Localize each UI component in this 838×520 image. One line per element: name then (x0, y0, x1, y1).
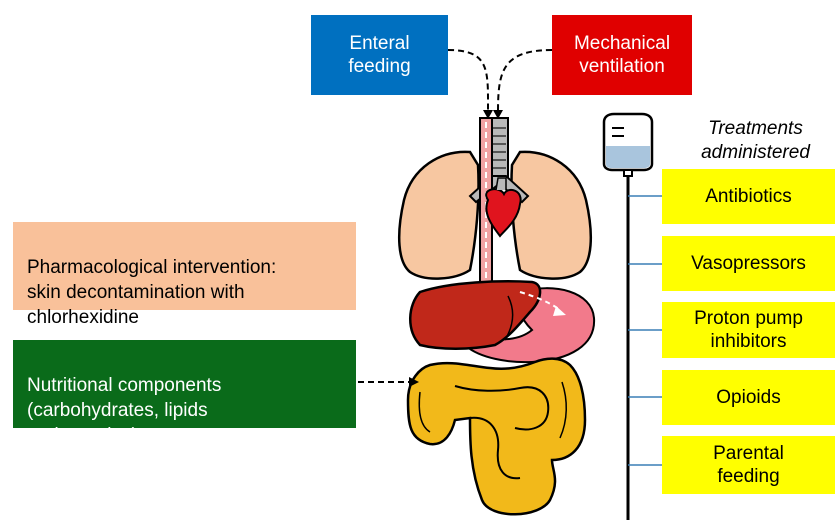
treatments-title: Treatments administered (678, 117, 833, 165)
mechanical-ventilation-box: Mechanical ventilation (552, 15, 692, 95)
intestine-icon (408, 359, 585, 515)
iv-branches (628, 196, 662, 465)
pharmacological-box: Pharmacological intervention: skin decon… (13, 222, 356, 310)
enteral-arrow (448, 50, 488, 112)
treatment-antibiotics: Antibiotics (662, 169, 835, 224)
treatment-label: Vasopressors (691, 252, 806, 275)
enteral-feeding-label: Enteral feeding (348, 32, 410, 78)
treatment-vasopressors: Vasopressors (662, 236, 835, 291)
nutritional-box: Nutritional components (carbohydrates, l… (13, 340, 356, 428)
treatment-label: Antibiotics (705, 185, 792, 208)
treatment-label: Opioids (716, 386, 780, 409)
treatment-opioids: Opioids (662, 370, 835, 425)
treatment-proton-pump-inhibitors: Proton pump inhibitors (662, 302, 835, 358)
treatment-label: Parental feeding (713, 442, 784, 488)
ventilation-arrow (498, 50, 552, 112)
treatment-parental-feeding: Parental feeding (662, 436, 835, 494)
mechanical-ventilation-label: Mechanical ventilation (574, 32, 670, 78)
enteral-feeding-box: Enteral feeding (311, 15, 448, 95)
treatment-label: Proton pump inhibitors (694, 307, 803, 353)
iv-bag-icon (604, 114, 652, 176)
